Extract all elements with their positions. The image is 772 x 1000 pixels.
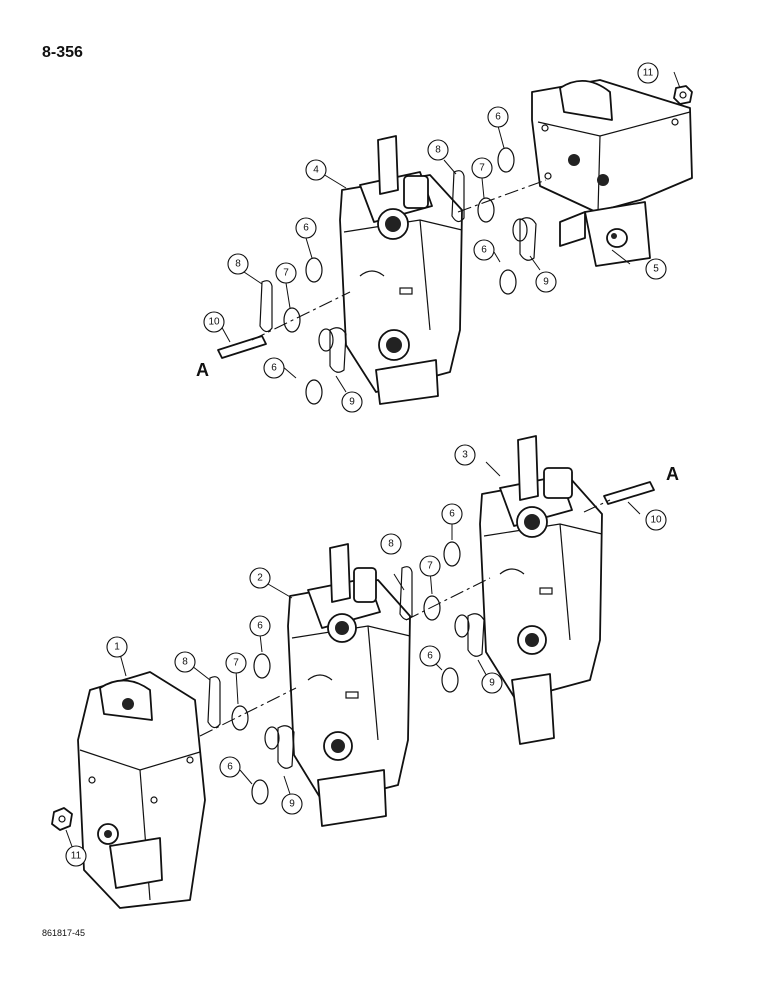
callout-7-bottom-b: 7 <box>419 555 441 577</box>
svg-text:9: 9 <box>543 277 549 288</box>
callout-8-top-a: 8 <box>427 139 449 161</box>
svg-text:7: 7 <box>427 561 433 572</box>
reference-letter-a-top: A <box>196 360 209 380</box>
page-number: 8-356 <box>42 44 83 61</box>
callout-11-top: 11 <box>637 62 659 84</box>
svg-text:8: 8 <box>435 145 441 156</box>
svg-text:10: 10 <box>650 515 662 526</box>
part-3-valve-section <box>479 435 603 745</box>
svg-text:6: 6 <box>495 112 501 123</box>
callout-7-bottom-a: 7 <box>225 652 247 674</box>
callout-9-bottom-b: 9 <box>481 672 503 694</box>
svg-text:6: 6 <box>427 651 433 662</box>
callout-2: 2 <box>249 567 271 589</box>
svg-text:2: 2 <box>257 573 263 584</box>
svg-text:6: 6 <box>271 363 277 374</box>
callout-3: 3 <box>454 444 476 466</box>
part-5-end-cover <box>531 79 693 267</box>
svg-text:8: 8 <box>388 539 394 550</box>
callout-10-bottom: 10 <box>645 509 667 531</box>
part-4-valve-section <box>339 135 463 405</box>
part-2-valve-section <box>287 543 411 827</box>
svg-text:8: 8 <box>235 259 241 270</box>
callout-10-top: 10 <box>203 311 225 333</box>
svg-text:9: 9 <box>489 678 495 689</box>
svg-text:9: 9 <box>349 397 355 408</box>
callout-6-top-c: 6 <box>295 217 317 239</box>
svg-text:1: 1 <box>114 642 120 653</box>
svg-text:7: 7 <box>479 163 485 174</box>
callout-8-bottom-b: 8 <box>380 533 402 555</box>
svg-text:6: 6 <box>481 245 487 256</box>
callout-5-top: 5 <box>645 258 667 280</box>
part-11-nut-top <box>673 85 693 105</box>
svg-text:7: 7 <box>233 658 239 669</box>
callout-6-top-a: 6 <box>487 106 509 128</box>
svg-text:6: 6 <box>227 762 233 773</box>
reference-letter-a-bottom: A <box>666 464 679 484</box>
svg-text:4: 4 <box>313 165 319 176</box>
callout-6-bottom-b: 6 <box>219 756 241 778</box>
callout-9-top-b: 9 <box>341 391 363 413</box>
svg-text:10: 10 <box>208 317 220 328</box>
svg-text:9: 9 <box>289 799 295 810</box>
callout-11-bottom: 11 <box>65 845 87 867</box>
callout-7-top-a: 7 <box>471 157 493 179</box>
callout-9-bottom-a: 9 <box>281 793 303 815</box>
svg-text:6: 6 <box>449 509 455 520</box>
callout-6-bottom-d: 6 <box>419 645 441 667</box>
callout-6-top-d: 6 <box>263 357 285 379</box>
top-seals <box>217 147 537 405</box>
callout-4: 4 <box>305 159 327 181</box>
callout-9-top-a: 9 <box>535 271 557 293</box>
svg-text:8: 8 <box>182 657 188 668</box>
callout-6-bottom-c: 6 <box>441 503 463 525</box>
callout-8-bottom-a: 8 <box>174 651 196 673</box>
svg-text:3: 3 <box>462 450 468 461</box>
document-reference: 861817-45 <box>42 928 86 938</box>
part-1-inlet-cover <box>77 671 206 909</box>
callout-1: 1 <box>106 636 128 658</box>
callout-7-top-b: 7 <box>275 262 297 284</box>
svg-text:11: 11 <box>643 68 654 79</box>
svg-text:11: 11 <box>71 851 82 862</box>
svg-text:7: 7 <box>283 268 289 279</box>
svg-text:6: 6 <box>303 223 309 234</box>
bottom-seals <box>207 481 655 805</box>
callout-8-top-b: 8 <box>227 253 249 275</box>
part-11-nut-bottom <box>51 807 73 831</box>
callout-6-bottom-a: 6 <box>249 615 271 637</box>
svg-text:6: 6 <box>257 621 263 632</box>
callout-6-top-b: 6 <box>473 239 495 261</box>
svg-text:5: 5 <box>653 264 659 275</box>
